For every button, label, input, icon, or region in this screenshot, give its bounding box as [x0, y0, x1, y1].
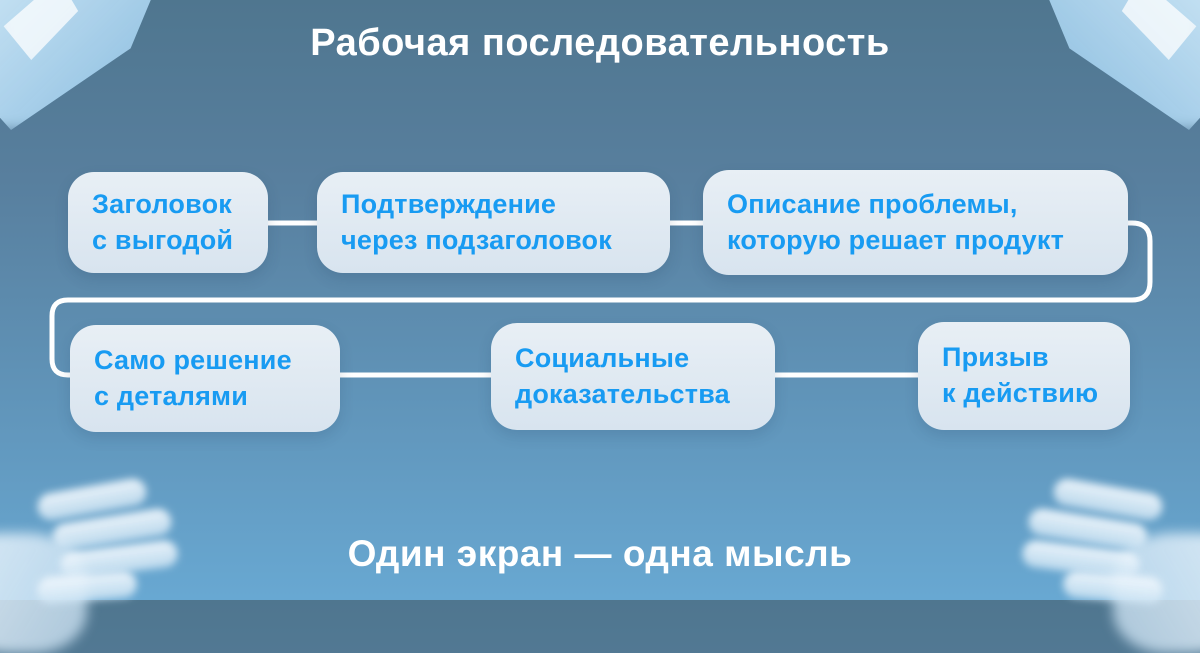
flow-step-solution-details: Само решение с деталями: [70, 325, 340, 432]
flow-step-label: Социальные доказательства: [515, 342, 730, 409]
footer-tagline: Один экран — одна мысль: [347, 533, 853, 574]
flow-step-headline-benefit: Заголовок с выгодой: [68, 172, 268, 273]
flow-step-label: Призыв к действию: [942, 342, 1099, 408]
flow-step-label: Само решение с деталями: [94, 344, 292, 411]
flow-step-call-to-action: Призыв к действию: [918, 322, 1130, 430]
flow-step-label: Заголовок с выгодой: [92, 188, 234, 255]
page-title: Рабочая последовательность: [310, 22, 890, 64]
flow-connector-line: [0, 0, 1200, 600]
flow-step-social-proof: Социальные доказательства: [491, 323, 775, 430]
flow-step-subheadline-confirmation: Подтверждение через подзаголовок: [317, 172, 670, 273]
flow-step-label: Подтверждение через подзаголовок: [341, 188, 612, 255]
flow-step-label: Описание проблемы, которую решает продук…: [727, 188, 1065, 255]
flow-step-problem-description: Описание проблемы, которую решает продук…: [703, 170, 1128, 275]
